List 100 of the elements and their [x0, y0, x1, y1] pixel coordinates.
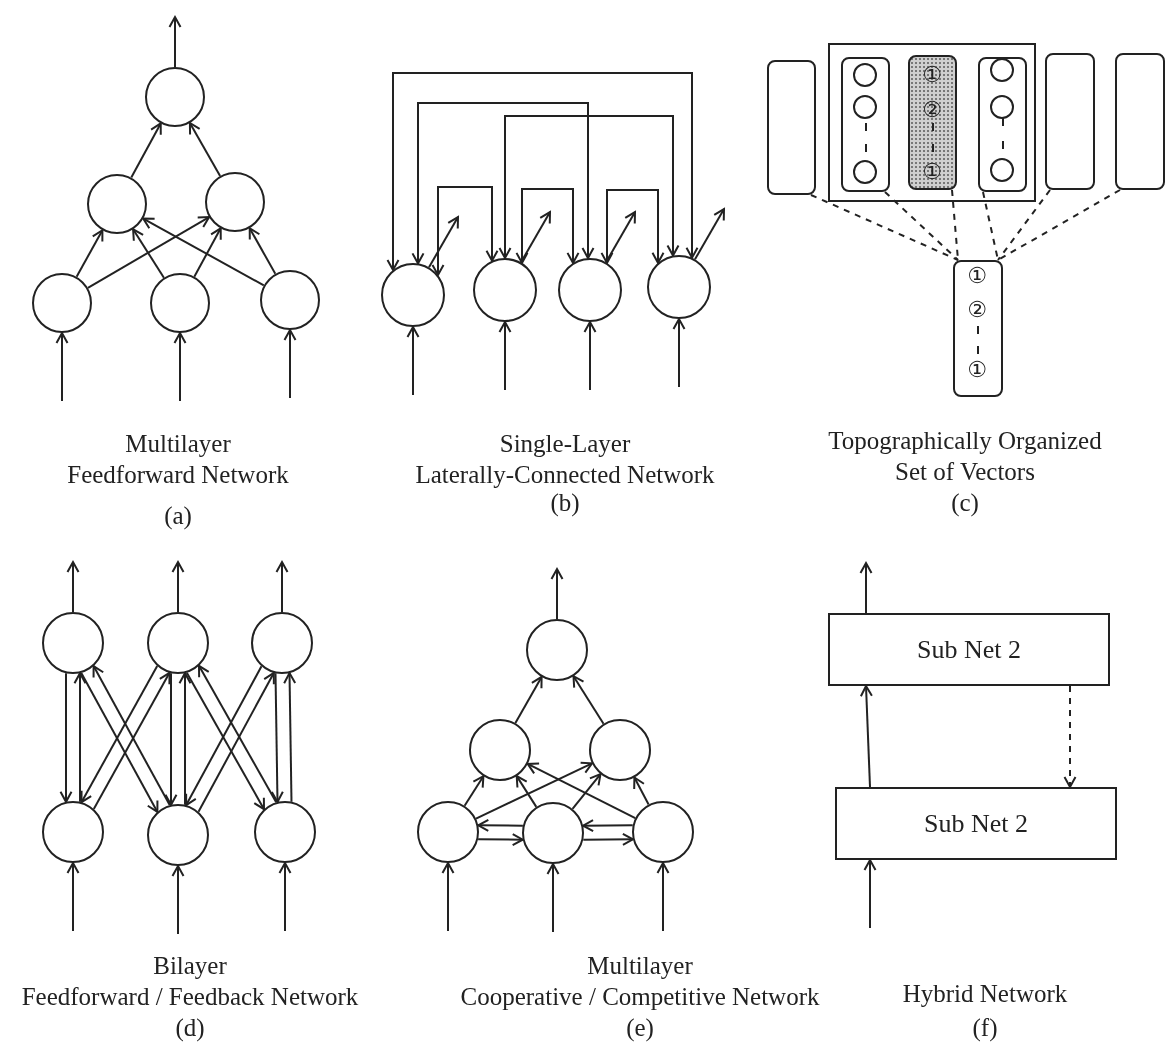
panel-letter: (a) [164, 501, 192, 531]
dashed-line [997, 189, 1051, 261]
arrow [173, 332, 187, 402]
neuron-circle [589, 719, 651, 781]
arrow [582, 819, 634, 833]
double-arrow [431, 186, 499, 277]
arrow [859, 562, 873, 614]
arrow [546, 863, 560, 933]
arrow [572, 675, 605, 725]
neuron-circle [150, 273, 210, 333]
arrow [270, 672, 284, 803]
caption: Hybrid Network [902, 979, 1068, 1009]
numbered-unit: ① [920, 160, 944, 184]
arrow [171, 865, 185, 935]
arrow [278, 862, 292, 932]
arrow [248, 227, 277, 275]
arrow [477, 833, 524, 847]
double-arrow [498, 115, 680, 259]
neuron-circle [87, 174, 147, 234]
neuron-circle [558, 258, 622, 322]
neuron-circle [254, 801, 316, 863]
vector-box [1115, 53, 1165, 190]
arrow [406, 326, 420, 396]
vector-group-frame [828, 43, 1036, 202]
vector-box [953, 260, 1003, 397]
arrow [515, 775, 538, 808]
neuron-circle [853, 160, 877, 184]
neuron-circle [381, 263, 445, 327]
neuron-circle [32, 273, 92, 333]
neuron-circle [147, 804, 209, 866]
dashed-line [810, 194, 959, 261]
arrow [193, 227, 222, 278]
subnet-box: Sub Net 2 [835, 787, 1117, 860]
caption: Multilayer Cooperative / Competitive Network [460, 951, 820, 1012]
numbered-unit: ② [965, 298, 989, 322]
arrow [168, 16, 182, 68]
subnet-box: Sub Net 2 [828, 613, 1110, 686]
arrow [59, 672, 73, 803]
arrow [171, 561, 185, 613]
numbered-unit: ① [965, 358, 989, 382]
arrow [694, 208, 725, 261]
neuron-circle [853, 63, 877, 87]
numbered-unit: ② [920, 98, 944, 122]
arrow [498, 321, 512, 391]
neuron-circle [990, 95, 1014, 119]
arrow [178, 672, 192, 806]
panel-letter: (f) [972, 1013, 998, 1043]
panel-letter: (c) [951, 488, 979, 518]
arrow [571, 773, 602, 810]
neuron-circle [260, 270, 320, 330]
neuron-circle [469, 719, 531, 781]
arrow [463, 775, 485, 807]
arrow [582, 832, 634, 846]
arrow [1063, 685, 1077, 788]
arrow [672, 318, 686, 388]
neuron-circle [632, 801, 694, 863]
neuron-circle [853, 95, 877, 119]
vector-box [978, 57, 1027, 192]
neuron-circle [205, 172, 265, 232]
panel-letter: (b) [550, 488, 580, 518]
arrow [514, 675, 543, 725]
arrow [188, 122, 222, 177]
numbered-unit: ① [920, 63, 944, 87]
arrow [475, 761, 593, 820]
arrow [633, 776, 650, 806]
arrow [55, 332, 69, 402]
panel-letter: (e) [626, 1013, 654, 1043]
vector-box [767, 60, 816, 195]
neuron-circle [990, 158, 1014, 182]
caption: Topographically Organized Set of Vectors [828, 426, 1102, 487]
arrow [86, 216, 211, 289]
caption: Multilayer Feedforward Network [67, 429, 289, 490]
numbered-unit: ① [965, 264, 989, 288]
caption: Bilayer Feedforward / Feedback Network [21, 951, 359, 1012]
vector-box [841, 57, 890, 192]
arrow [73, 672, 87, 803]
double-arrow [386, 72, 699, 271]
arrow [283, 329, 297, 399]
arrow [859, 685, 873, 788]
double-arrow [600, 189, 665, 264]
neuron-circle [417, 801, 479, 863]
neuron-circle [647, 255, 711, 319]
arrow [550, 568, 564, 620]
vector-box [908, 55, 957, 190]
arrow [66, 561, 80, 613]
arrow [441, 862, 455, 932]
arrow [283, 672, 297, 803]
arrow [142, 217, 265, 287]
arrow [583, 321, 597, 391]
arrow [863, 859, 877, 929]
arrow [656, 862, 670, 932]
arrow [428, 216, 459, 269]
arrow [526, 762, 637, 820]
caption: Single-Layer Laterally-Connected Network [415, 429, 715, 490]
dashed-line [997, 189, 1121, 261]
arrow [132, 228, 165, 279]
vector-box [1045, 53, 1095, 190]
neuron-circle [990, 59, 1014, 82]
arrow [75, 229, 104, 278]
panel-letter: (d) [175, 1013, 205, 1043]
